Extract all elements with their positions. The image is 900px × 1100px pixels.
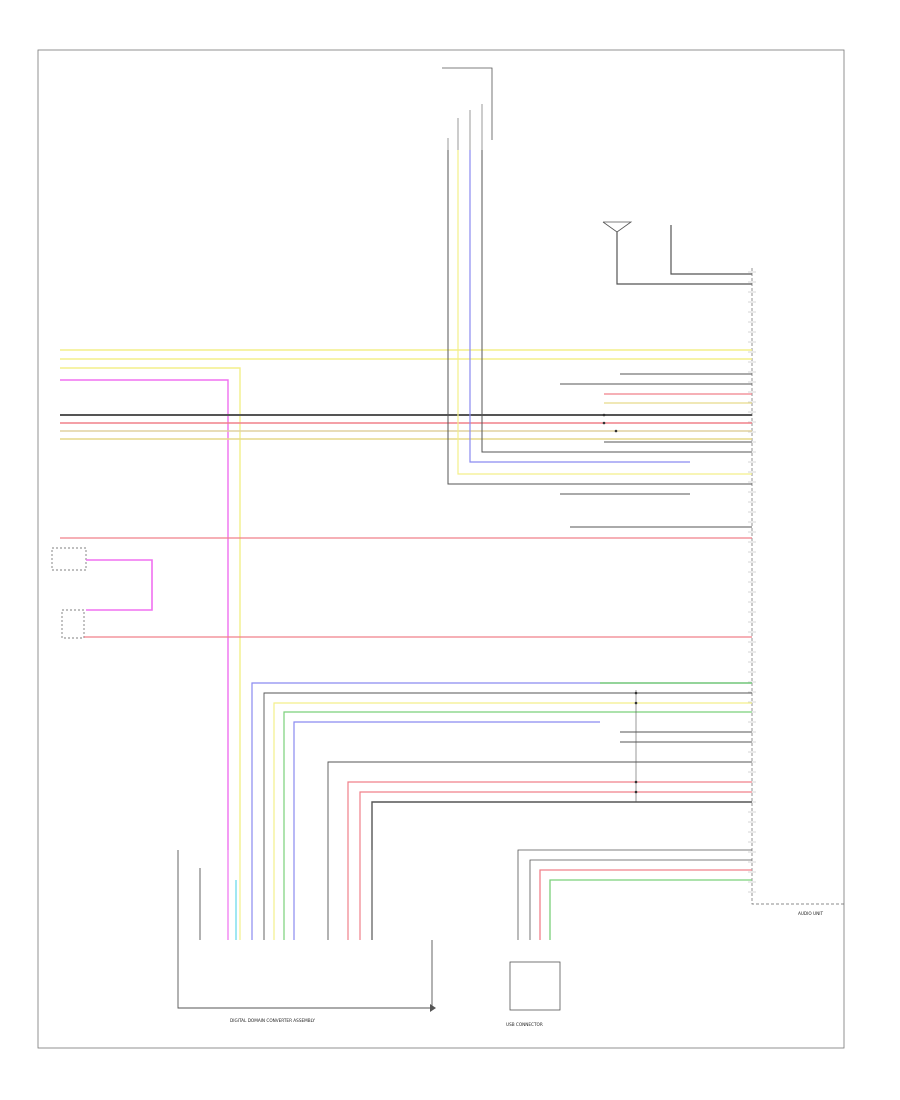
parking-light-relay [51,547,153,611]
radio-unit: AUDIO UNIT [748,268,844,916]
antenna-a [602,221,633,233]
radio-unit-pins [748,271,756,893]
junctions [602,413,638,794]
wires-lower-group [251,682,752,850]
diagram-frame [37,49,845,1049]
wires-mid-branches [560,373,752,528]
usb-connector-label: USB CONNECTOR [506,1022,543,1027]
wire-antenna-b [670,225,752,275]
bottom-connector-label: DIGITAL DOMAIN CONVERTER ASSEMBLY [230,1018,315,1023]
reverse-switch [61,609,85,639]
usb-connector: USB CONNECTOR [506,849,752,1027]
top-connector [442,67,493,150]
wire-top-1 [447,150,752,485]
wire-antenna-a [616,232,752,285]
wire-top-2 [457,150,752,475]
bottom-connector: DIGITAL DOMAIN CONVERTER ASSEMBLY [177,850,436,1023]
radio-unit-label: AUDIO UNIT [798,911,823,916]
wire-top-4 [481,150,752,453]
wires-top-group [60,349,752,850]
wire-top-3 [469,150,690,463]
